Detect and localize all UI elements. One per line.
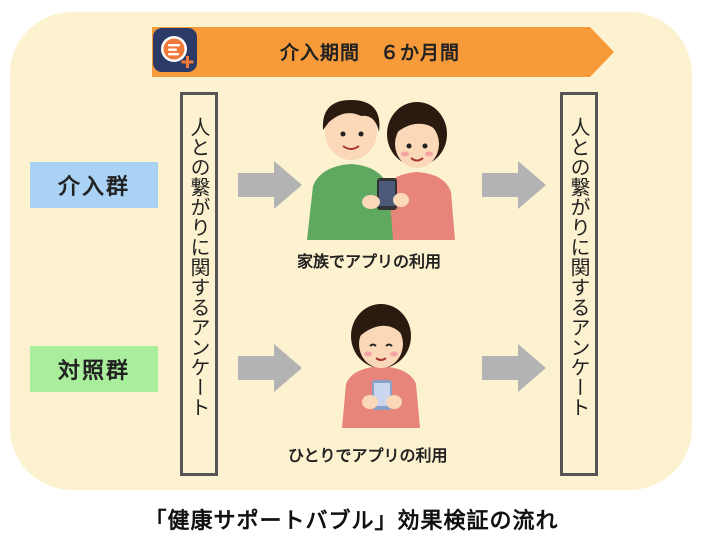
pre-survey-text: 人との繋がりに関するアンケート (187, 117, 211, 417)
post-survey-box: 人との繋がりに関するアンケート (560, 92, 598, 476)
arrow-right-icon (482, 161, 546, 209)
banner-text: 介入期間 ６か月間 (280, 42, 461, 64)
arrow-right-icon (238, 344, 302, 392)
family-app-use-caption: 家族でアプリの利用 (297, 252, 442, 271)
banner-arrow-shape (152, 27, 614, 77)
arrow-right-icon (482, 344, 546, 392)
control-group-label: 対照群 (30, 346, 158, 392)
diagram-title: 「健康サポートバブル」効果検証の流れ (144, 509, 559, 534)
arrow-right-icon (238, 161, 302, 209)
intervention-period-banner: 介入期間 ６か月間 (152, 27, 614, 77)
post-survey-text: 人との繋がりに関するアンケート (567, 117, 591, 417)
pre-survey-box: 人との繋がりに関するアンケート (180, 92, 218, 476)
app-bubble-icon (153, 28, 197, 72)
family-using-app-illustration (307, 100, 455, 240)
intervention-group-label: 介入群 (30, 162, 158, 208)
person-using-app-alone-illustration (342, 304, 420, 428)
alone-app-use-caption: ひとりでアプリの利用 (288, 446, 448, 465)
